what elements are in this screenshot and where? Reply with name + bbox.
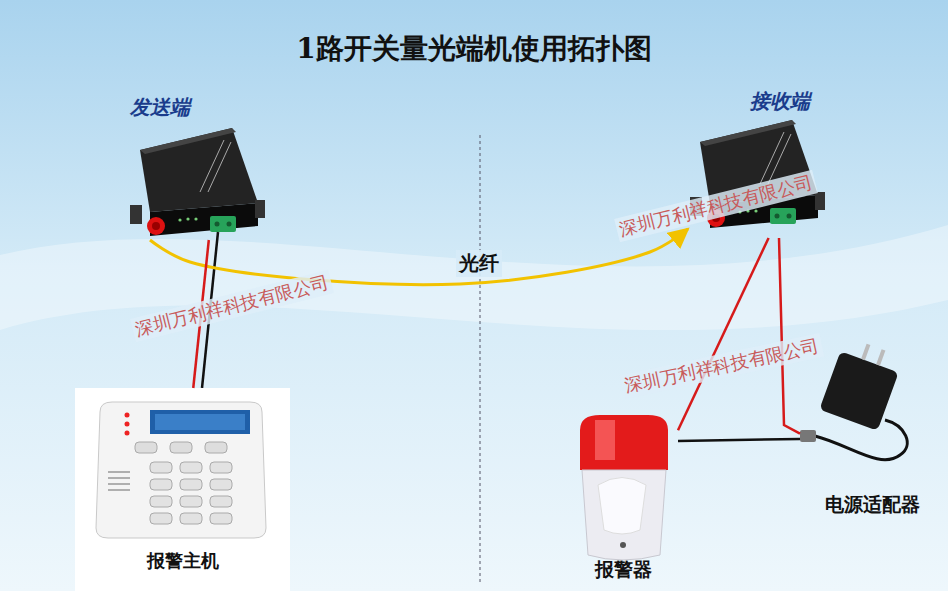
signal-wire bbox=[678, 238, 769, 430]
background-swoosh bbox=[0, 225, 948, 330]
device-label: 电源适配器 bbox=[825, 492, 920, 518]
optical-transceiver bbox=[130, 128, 265, 236]
alarm-siren: 报警器 bbox=[568, 405, 678, 585]
device-label: 报警器 bbox=[595, 557, 652, 583]
terminal-heading: 发送端 bbox=[130, 94, 190, 121]
alarm-panel bbox=[75, 388, 290, 591]
terminal-heading: 接收端 bbox=[750, 88, 810, 115]
power-wire bbox=[779, 238, 800, 434]
power-wire bbox=[678, 439, 800, 441]
device-label: 报警主机 bbox=[147, 549, 219, 573]
siren bbox=[580, 415, 668, 560]
sender-terminal: 发送端 bbox=[122, 92, 262, 240]
edge-label: 光纤 bbox=[456, 250, 502, 277]
divider-line bbox=[480, 135, 481, 585]
diagram-title: 1路开关量光端机使用拓扑图 bbox=[0, 30, 948, 68]
optical-fiber bbox=[150, 229, 688, 285]
power-adapter bbox=[800, 344, 907, 460]
alarm-host: 报警主机 bbox=[75, 388, 290, 575]
watermark: 深圳万利祥科技有限公司 bbox=[620, 333, 825, 399]
power-adapter: 电源适配器 bbox=[800, 340, 945, 520]
